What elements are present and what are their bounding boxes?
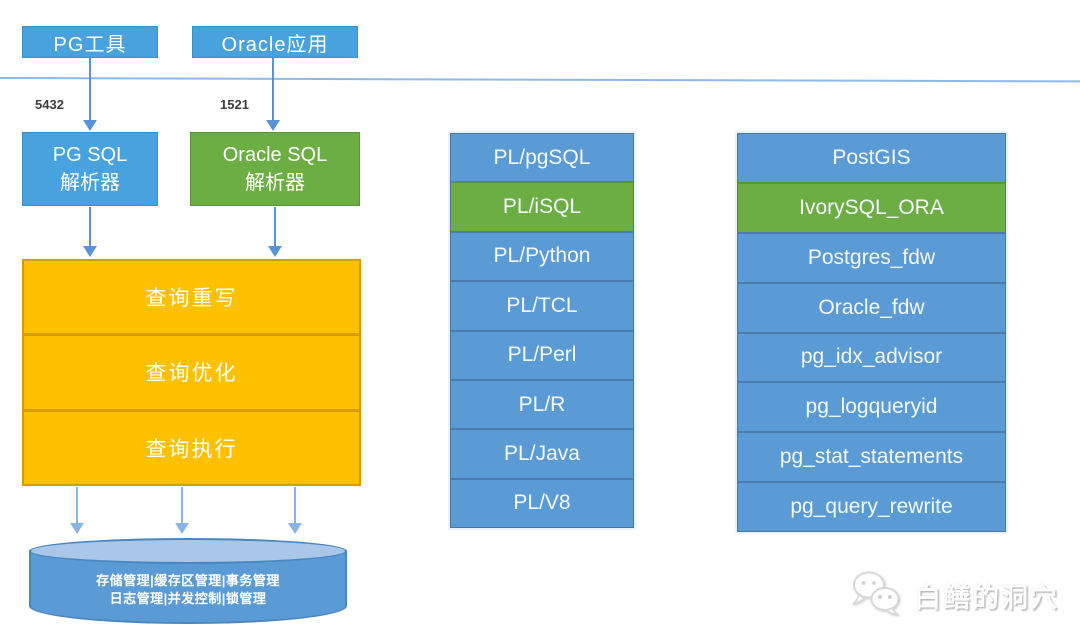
parser-box-pg: PG SQL 解析器	[22, 132, 158, 206]
storage-cylinder: 存储管理|缓存区管理|事务管理 日志管理|并发控制|锁管理	[29, 538, 347, 624]
extension-row: PostGIS	[738, 134, 1005, 182]
flow-arrow	[83, 58, 97, 131]
extension-row: pg_idx_advisor	[738, 331, 1005, 382]
storage-labels: 存储管理|缓存区管理|事务管理 日志管理|并发控制|锁管理	[29, 572, 347, 608]
parser-label-line1: PG SQL	[52, 144, 128, 166]
pl-row: PL/V8	[451, 477, 633, 527]
extension-row: pg_stat_statements	[738, 431, 1005, 482]
network-boundary-line	[0, 77, 1080, 83]
extension-row: pg_query_rewrite	[738, 481, 1005, 531]
port-label-pg: 5432	[35, 97, 64, 112]
flow-arrow	[70, 487, 84, 534]
cylinder-top-ellipse	[29, 538, 347, 564]
extension-row: Postgres_fdw	[738, 231, 1005, 282]
parser-label-line2: 解析器	[245, 172, 305, 194]
client-box-oracle-app: Oracle应用	[192, 26, 358, 58]
flow-arrow	[288, 487, 302, 534]
parser-label-line1: Oracle SQL	[222, 144, 328, 166]
watermark: 白鳝的洞穴	[848, 568, 1059, 622]
parser-label-line2: 解析器	[60, 172, 120, 194]
storage-label-line2: 日志管理|并发控制|锁管理	[109, 591, 267, 606]
extension-list: PostGIS IvorySQL_ORA Postgres_fdw Oracle…	[737, 133, 1006, 532]
flow-arrow	[175, 487, 189, 534]
pl-language-list: PL/pgSQL PL/iSQL PL/Python PL/TCL PL/Per…	[450, 133, 634, 528]
flow-arrow	[266, 58, 280, 131]
pl-row: PL/Python	[451, 230, 633, 281]
extension-row: pg_logqueryid	[738, 381, 1005, 432]
extension-row: Oracle_fdw	[738, 281, 1005, 332]
extension-row: IvorySQL_ORA	[738, 181, 1005, 232]
port-label-oracle: 1521	[220, 97, 249, 112]
query-pipeline: 查询重写 查询优化 查询执行	[22, 259, 361, 486]
pl-row: PL/Java	[451, 428, 633, 478]
pl-row: PL/pgSQL	[451, 134, 633, 182]
pl-row: PL/TCL	[451, 280, 633, 330]
pipeline-stage-optimize: 查询优化	[24, 333, 359, 408]
storage-label-line1: 存储管理|缓存区管理|事务管理	[96, 573, 280, 588]
pl-row: PL/R	[451, 378, 633, 429]
watermark-text: 白鳝的洞穴	[914, 582, 1059, 613]
pl-row: PL/Perl	[451, 329, 633, 379]
flow-arrow	[268, 207, 282, 257]
flow-arrow	[83, 207, 97, 257]
client-box-pg-tools: PG工具	[22, 26, 158, 58]
pipeline-stage-rewrite: 查询重写	[145, 287, 238, 311]
wechat-icon	[852, 571, 900, 616]
parser-box-oracle: Oracle SQL 解析器	[190, 132, 360, 206]
pl-row: PL/iSQL	[451, 181, 633, 231]
pipeline-stage-execute: 查询执行	[24, 408, 359, 484]
